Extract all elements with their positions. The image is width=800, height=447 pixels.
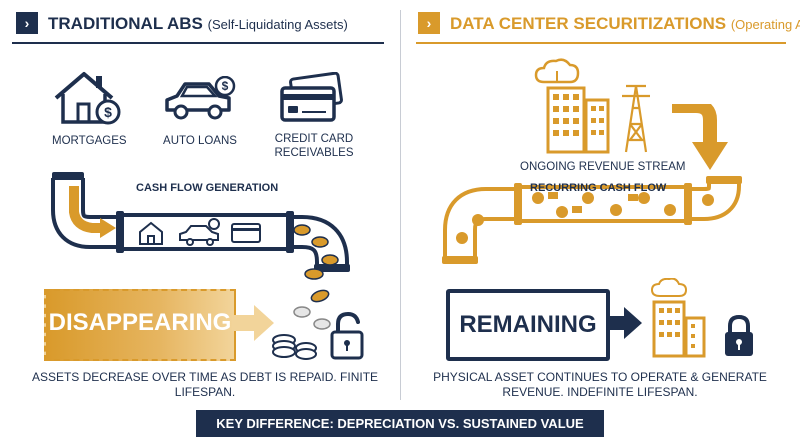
left-title: TRADITIONAL ABS <box>48 14 203 33</box>
svg-text:$: $ <box>222 79 229 93</box>
falling-coins-icon <box>272 268 331 360</box>
right-header: DATA CENTER SECURITIZATIONS (Operating A… <box>450 14 800 34</box>
operating-building-icon <box>650 278 706 358</box>
left-caption: ASSETS DECREASE OVER TIME AS DEBT IS REP… <box>31 370 379 399</box>
locked-padlock-icon <box>725 314 753 356</box>
right-header-rule <box>416 42 786 44</box>
right-chevron-icon: › <box>418 12 440 34</box>
house-dollar-icon: $ <box>54 72 121 125</box>
right-pipe <box>442 176 742 264</box>
right-pipe-label: RECURRING CASH FLOW <box>530 182 667 194</box>
car-dollar-icon: $ <box>165 76 236 120</box>
left-chevron-icon: › <box>16 12 38 34</box>
left-pipe-label: CASH FLOW GENERATION <box>136 182 279 194</box>
down-arrow-icon <box>672 104 728 170</box>
svg-text:$: $ <box>104 104 112 120</box>
fading-arrow-icon <box>232 305 274 341</box>
disappearing-label: DISAPPEARING <box>48 309 232 336</box>
remaining-box: REMAINING <box>446 289 610 361</box>
credit-card-icon <box>280 72 343 122</box>
remaining-label: REMAINING <box>459 311 597 338</box>
asset-label-auto-loans: AUTO LOANS <box>163 135 237 147</box>
unlocked-padlock-icon <box>330 311 364 360</box>
footer-text: KEY DIFFERENCE: DEPRECIATION VS. SUSTAIN… <box>216 416 584 431</box>
left-subtitle: (Self-Liquidating Assets) <box>207 17 348 32</box>
right-title: DATA CENTER SECURITIZATIONS <box>450 14 727 33</box>
left-header: TRADITIONAL ABS (Self-Liquidating Assets… <box>48 14 348 34</box>
center-divider <box>400 10 401 400</box>
asset-label-mortgages: MORTGAGES <box>52 135 127 147</box>
revenue-stream-label: ONGOING REVENUE STREAM <box>520 161 686 173</box>
asset-label-credit-card: CREDIT CARD RECEIVABLES <box>274 133 354 159</box>
right-arrow-icon <box>606 307 642 339</box>
disappearing-box: DISAPPEARING <box>44 289 236 361</box>
right-subtitle: (Operating Assets) <box>730 17 800 32</box>
right-caption: PHYSICAL ASSET CONTINUES TO OPERATE & GE… <box>433 370 767 399</box>
footer-banner: KEY DIFFERENCE: DEPRECIATION VS. SUSTAIN… <box>196 410 604 437</box>
left-header-rule <box>12 42 384 44</box>
data-center-building-icon <box>534 58 650 154</box>
left-pipe <box>51 172 350 272</box>
